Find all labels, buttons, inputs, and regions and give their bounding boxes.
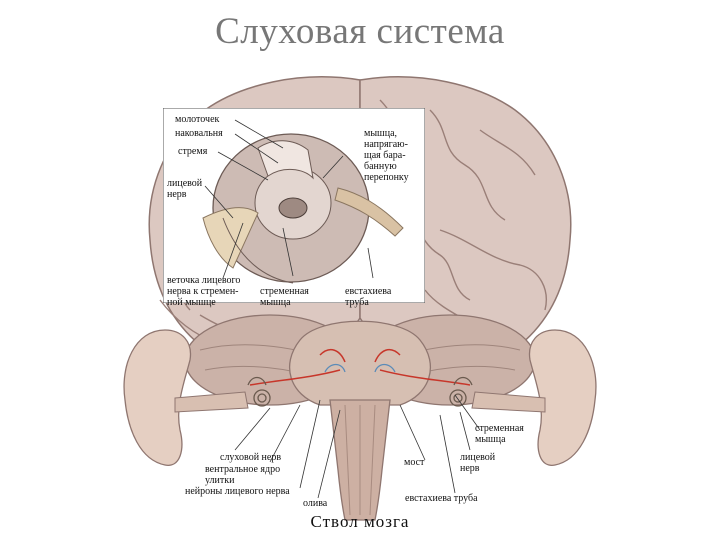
- label-facial-nerve: лицевой нерв: [460, 452, 496, 474]
- label-eustachian: евстахиева труба: [405, 493, 478, 504]
- label-pons: мост: [404, 457, 425, 468]
- label-inset-nerve: лицевой нерв: [167, 178, 203, 200]
- label-ventral-nucleus: вентральное ядро улитки: [205, 464, 281, 486]
- auditory-pathways: [249, 348, 471, 386]
- label-facial-branch: веточка лицевого нерва к стремен- ной мы…: [167, 275, 241, 308]
- middle-ear-inset: [162, 107, 426, 304]
- left-ear-canal: [174, 391, 249, 413]
- label-olive: олива: [303, 498, 328, 509]
- stem-striations: [344, 404, 376, 516]
- middle-ear-drawing: [162, 107, 426, 304]
- label-malleus: молоточек: [175, 114, 220, 125]
- cochlear-nuclei: [324, 363, 396, 373]
- label-inset-eustachian: евстахиева труба: [345, 286, 392, 308]
- label-incus: наковальня: [175, 128, 223, 139]
- label-stapedius: стременная мышца: [475, 423, 524, 445]
- cochleae: [247, 376, 473, 407]
- slide-title: Слуховая система: [215, 11, 505, 52]
- label-inset-stapedius: стременная мышца: [260, 286, 309, 308]
- right-ear-canal: [471, 391, 546, 413]
- leader-lines: [234, 394, 481, 499]
- label-tensor-tympani: мышца, напрягаю- щая бара- банную перепо…: [364, 128, 409, 183]
- label-facial-neurons: нейроны лицевого нерва: [185, 486, 290, 497]
- label-auditory-nerve: слуховой нерв: [220, 452, 282, 463]
- left-ear: [123, 329, 192, 466]
- right-ear: [528, 329, 597, 466]
- label-stapes: стремя: [178, 146, 208, 157]
- pons: [289, 320, 431, 406]
- diagram-caption: Ствол мозга: [310, 512, 410, 531]
